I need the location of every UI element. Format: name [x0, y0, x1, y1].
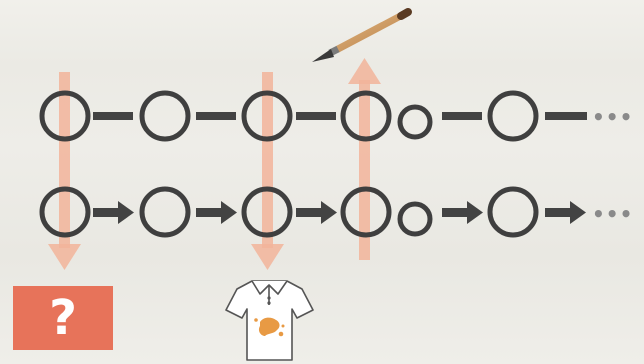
shirt-icon: [226, 281, 313, 360]
arrow-right-1: [93, 201, 134, 224]
top-ellipsis: •••: [592, 105, 633, 129]
arrow-right-2: [196, 201, 237, 224]
question-mark: ?: [49, 290, 77, 346]
arrow-right-4: [442, 201, 483, 224]
arrow-right-5: [545, 201, 586, 224]
bottom-circle-small: [400, 204, 430, 234]
question-box: ?: [13, 286, 113, 350]
down-arrow-2: [251, 72, 284, 270]
bottom-circle-5: [490, 189, 536, 235]
top-circle-2: [142, 93, 188, 139]
brush-icon: [312, 12, 408, 62]
top-circle-small: [400, 107, 430, 137]
down-arrow-1: [48, 72, 81, 270]
arrow-right-3: [296, 201, 337, 224]
bottom-row-arrows: [93, 201, 586, 224]
top-circle-5: [490, 93, 536, 139]
bottom-ellipsis: •••: [592, 202, 633, 226]
top-row-connectors: [93, 112, 587, 120]
bottom-circle-2: [142, 189, 188, 235]
